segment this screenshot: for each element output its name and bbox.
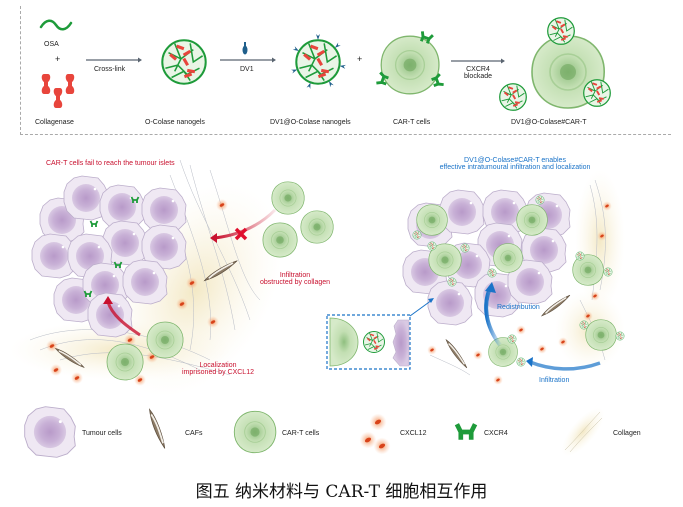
blocked-infiltration-arrow — [210, 208, 277, 243]
car-t-cells-label: CAR-T cells — [393, 119, 431, 126]
localization-arrow — [103, 296, 141, 337]
product-label: DV1@O-Colase#CAR-T — [511, 119, 587, 126]
right-title-line1: DV1@O-Colase#CAR-T enables — [464, 157, 566, 164]
o-colase-nanogel-icon — [161, 39, 207, 85]
infiltration-obstructed-label: Infiltration obstructed by collagen — [248, 272, 342, 286]
dv1-nanogel-icon — [291, 34, 346, 89]
collagenase-icon — [41, 74, 75, 108]
crosslink-label: Cross-link — [94, 66, 126, 73]
legend-label-car-t-cells: CAR-T cells — [282, 430, 320, 437]
dv1-arrow — [220, 57, 276, 63]
legend-label-cafs: CAFs — [185, 430, 203, 437]
cxcr4-blockade-line2: blockade — [463, 73, 493, 80]
legend-caf-icon — [136, 408, 178, 450]
legend-label-cxcl12: CXCL12 — [400, 430, 427, 437]
car-t-cell-icon — [374, 29, 446, 95]
localization-line1: Localization — [199, 362, 237, 369]
legend-tumour-cell-icon — [24, 406, 76, 458]
infiltration-obstructed-line1: Infiltration — [279, 272, 311, 279]
right-title-line2: effective intratumoural infiltration and… — [439, 164, 591, 171]
redistribution-arrow — [484, 282, 502, 347]
figure-caption: 图五 纳米材料与 CAR-T 细胞相互作用 — [195, 482, 488, 502]
plus-sign: + — [55, 54, 61, 64]
legend-label-collagen: Collagen — [613, 430, 641, 437]
cxcr4-blockade-label: CXCR4 blockade — [456, 66, 500, 80]
dv1-nanogels-label: DV1@O-Colase nanogels — [270, 119, 351, 126]
localization-imprisoned-label: Localization imprisoned by CXCL12 — [172, 362, 264, 376]
legend-label-tumour-cells: Tumour cells — [82, 430, 122, 437]
legend-cxcl12-icon — [359, 413, 391, 455]
infiltration-arrow — [526, 357, 601, 371]
crosslink-arrow — [86, 57, 142, 63]
infiltration-label: Infiltration — [539, 377, 570, 384]
o-colase-nanogels-label: O-Colase nanogels — [145, 119, 205, 126]
left-panel-title: CAR-T cells fail to reach the tumour isl… — [46, 160, 175, 167]
redistribution-label: Redistribution — [497, 304, 540, 311]
top-panel-frame — [20, 6, 671, 135]
cxcr4-blockade-line1: CXCR4 — [466, 66, 490, 73]
dv1-o-colase-car-t-icon — [499, 17, 611, 111]
osa-strand-icon — [39, 19, 73, 31]
osa-label: OSA — [44, 41, 59, 48]
legend-car-t-cell-icon — [233, 410, 277, 454]
legend-collagen-icon — [561, 407, 605, 457]
right-panel-title: DV1@O-Colase#CAR-T enables effective int… — [415, 157, 615, 171]
localization-line2: imprisoned by CXCL12 — [182, 369, 254, 376]
cxcr4-blockade-arrow — [451, 58, 505, 64]
legend-label-cxcr4: CXCR4 — [484, 430, 508, 437]
plus-sign-2: + — [357, 54, 363, 64]
collagenase-label: Collagenase — [35, 119, 74, 126]
infiltration-obstructed-line2: obstructed by collagen — [259, 279, 331, 286]
legend-cxcr4-icon — [457, 424, 475, 440]
inset-box — [326, 298, 434, 370]
dv1-icon — [242, 42, 248, 55]
dv1-label: DV1 — [240, 66, 254, 73]
